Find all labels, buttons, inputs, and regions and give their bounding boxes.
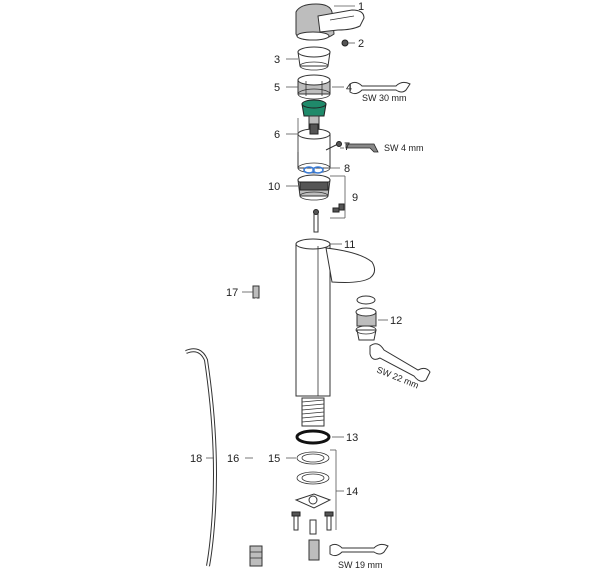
grub-screw-part [341, 39, 349, 47]
part-label-18: 18 [190, 453, 202, 465]
part-label-6: 6 [274, 129, 280, 141]
part-label-14: 14 [346, 486, 358, 498]
mixer-body-part [295, 238, 376, 427]
o-rings-part [303, 166, 324, 174]
handle-part [295, 3, 365, 41]
part-label-5: 5 [274, 82, 280, 94]
part-label-15: 15 [268, 453, 280, 465]
leader-lines [206, 5, 388, 530]
part-label-16: 16 [227, 453, 239, 465]
o-ring-1 [303, 166, 315, 174]
aerator-part [355, 295, 377, 341]
cartridge-nut-part [297, 74, 331, 100]
adapter-part [297, 174, 331, 201]
screw-part [325, 141, 342, 151]
tool-label-sw19: SW 19 mm [338, 560, 383, 570]
part-label-7: 7 [344, 141, 350, 153]
part-label-17: 17 [226, 287, 238, 299]
part-label-12: 12 [390, 315, 402, 327]
part-label-1: 1 [358, 1, 364, 13]
tool-label-sw4: SW 4 mm [384, 143, 424, 153]
o-ring-2 [312, 166, 324, 174]
part-label-2: 2 [358, 38, 364, 50]
wrench-30mm-tool [349, 81, 411, 95]
part-label-4: 4 [346, 82, 352, 94]
cartridge-seal-top [301, 99, 327, 109]
fitting-set-part [313, 203, 345, 233]
flex-hose-part [249, 285, 263, 567]
part-label-8: 8 [344, 163, 350, 175]
washer-part [296, 451, 330, 465]
part-label-9: 9 [352, 192, 358, 204]
mounting-set-part [291, 471, 334, 561]
wrench-22mm-tool [369, 343, 431, 382]
part-labels: 1 2 3 4 5 6 7 8 9 10 11 12 13 14 15 16 1… [190, 1, 402, 498]
hex-key-4mm-tool [345, 143, 379, 153]
part-label-11: 11 [344, 239, 355, 251]
part-label-13: 13 [346, 432, 358, 444]
tool-labels: SW 30 mm SW 4 mm SW 22 mm SW 19 mm [338, 93, 424, 570]
tool-label-sw30: SW 30 mm [362, 93, 407, 103]
wrench-19mm-tool [329, 543, 389, 557]
thread-marks [301, 399, 325, 423]
part-label-3: 3 [274, 54, 280, 66]
supply-hose-part [185, 348, 217, 567]
cartridge-part [297, 99, 331, 174]
cover-ring-part [297, 46, 331, 71]
base-seal-part [295, 429, 331, 445]
part-label-10: 10 [268, 181, 280, 193]
